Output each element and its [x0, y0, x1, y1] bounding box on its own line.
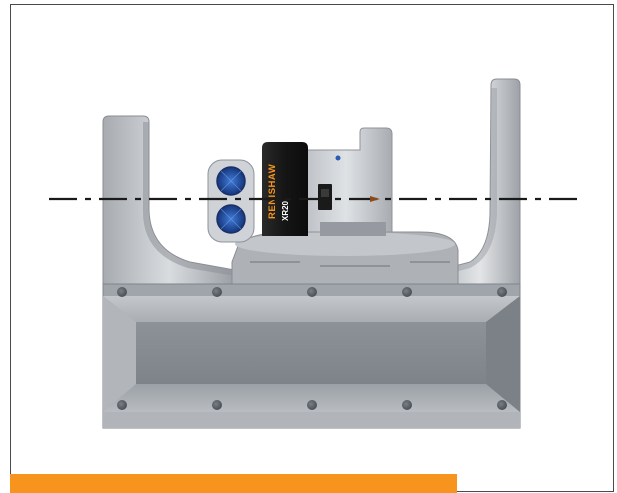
- base-bevel-top: [103, 296, 520, 322]
- left-upright-arm: [102, 115, 236, 287]
- accent-bar: [10, 474, 457, 493]
- bolt: [402, 287, 412, 297]
- xr20-brand-label: RENISHAW: [267, 164, 278, 219]
- base-bevel-left: [103, 296, 136, 412]
- bolt: [497, 400, 507, 410]
- optic-lens-upper-facets: [220, 170, 242, 192]
- bolt: [497, 287, 507, 297]
- bolt: [307, 287, 317, 297]
- xr20-model-label: XR20: [281, 200, 290, 221]
- axis-arrow-icon: [370, 196, 380, 202]
- rotary-base-ridges: [250, 261, 450, 267]
- rotary-base-top: [235, 232, 455, 256]
- bolt: [307, 400, 317, 410]
- bolt: [117, 400, 127, 410]
- bolt: [402, 400, 412, 410]
- status-led: [335, 155, 341, 161]
- xr20-unit-body: [262, 142, 308, 236]
- base-bevel-bottom: [103, 384, 520, 412]
- power-switch-toggle: [321, 189, 329, 197]
- xr20-rear-housing: [299, 127, 393, 233]
- bolt: [212, 400, 222, 410]
- base-front-recess: [136, 322, 486, 384]
- base-bottom-strip: [103, 412, 520, 428]
- bolt: [212, 287, 222, 297]
- xr20-housing-foot: [320, 222, 386, 236]
- optic-lens-lower-facets: [220, 208, 242, 230]
- right-arm-inner-shadow: [440, 88, 497, 276]
- bolt: [117, 287, 127, 297]
- base-bevel-right: [486, 296, 520, 412]
